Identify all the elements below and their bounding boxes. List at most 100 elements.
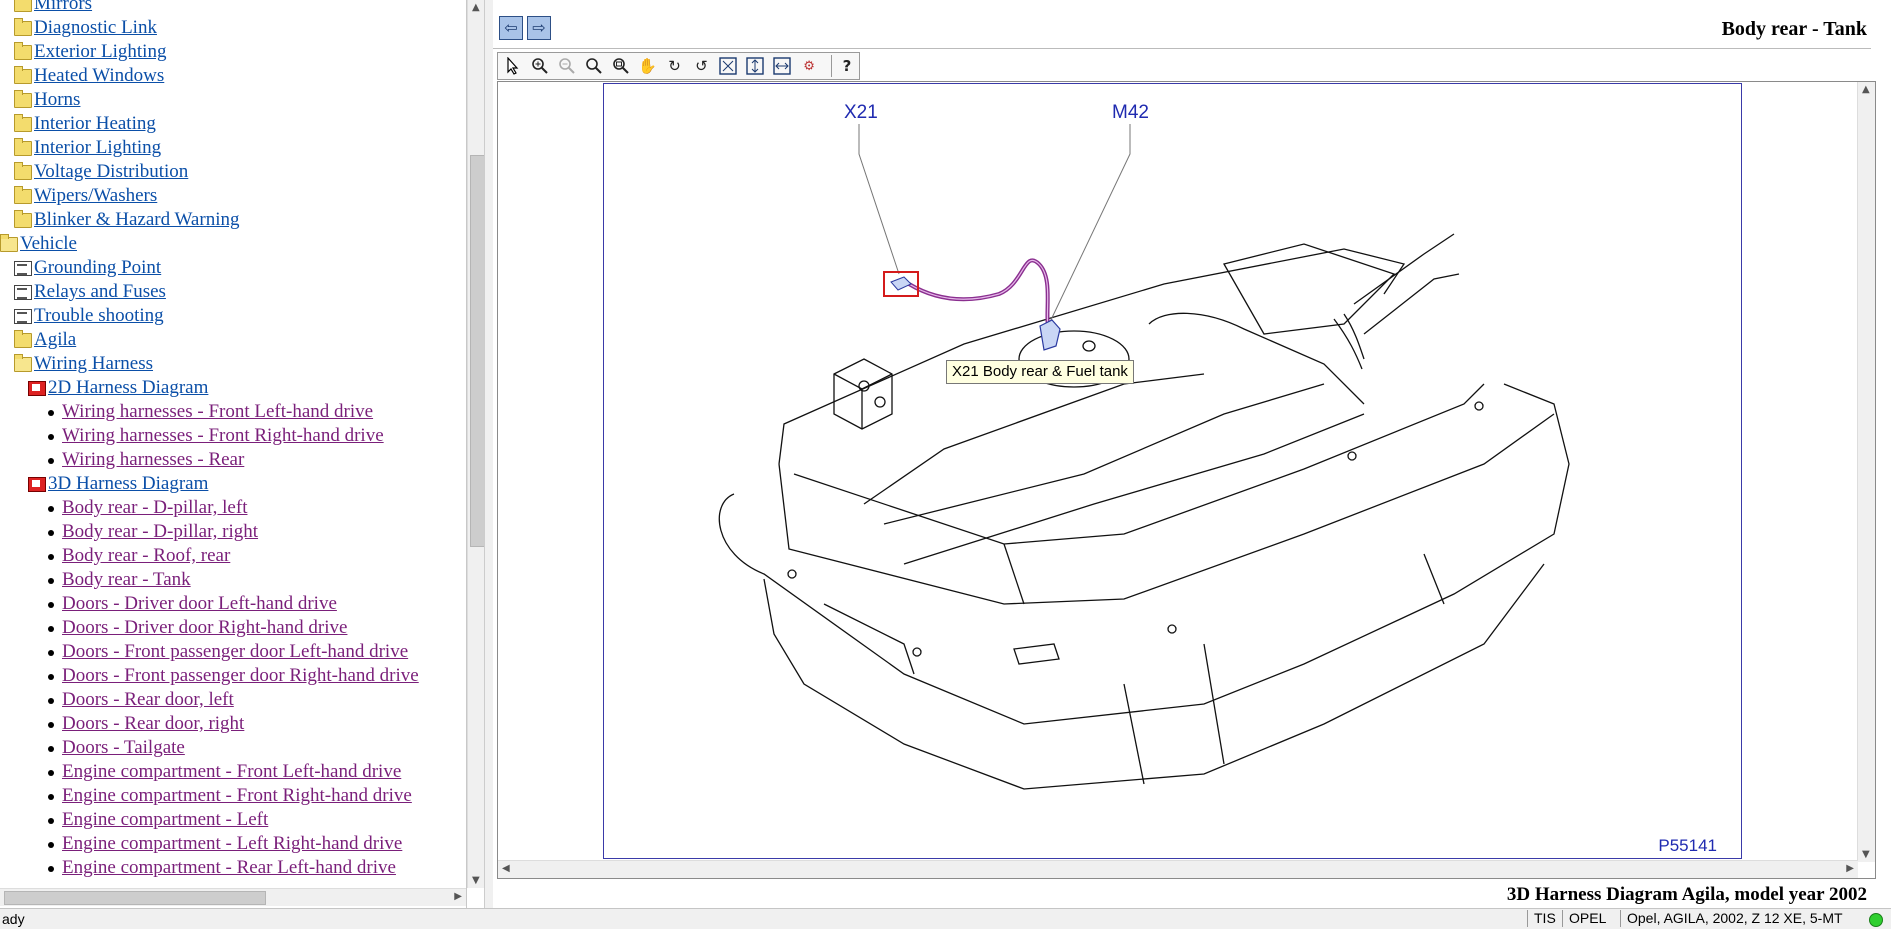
tree-item[interactable]: Wiring harnesses - Front Left-hand drive <box>0 400 460 424</box>
tree-item[interactable]: Vehicle <box>0 232 460 256</box>
select-arrow-icon[interactable] <box>501 55 525 77</box>
tree-item[interactable]: Body rear - D-pillar, left <box>0 496 460 520</box>
bullet-icon[interactable] <box>48 842 54 848</box>
bullet-icon[interactable] <box>48 722 54 728</box>
folder-open-icon[interactable] <box>0 234 18 252</box>
tree-item-label[interactable]: Vehicle <box>20 233 77 254</box>
tree-item[interactable]: Doors - Rear door, left <box>0 688 460 712</box>
tree-item[interactable]: Heated Windows <box>0 64 460 88</box>
bullet-icon[interactable] <box>48 410 54 416</box>
scroll-right-icon[interactable]: ▶ <box>454 891 462 902</box>
tree-item-label[interactable]: Blinker & Hazard Warning <box>34 209 240 230</box>
tree-item[interactable]: 2D Harness Diagram <box>0 376 460 400</box>
bullet-icon[interactable] <box>48 770 54 776</box>
tree-item-label[interactable]: Engine compartment - Rear Left-hand driv… <box>62 857 396 878</box>
tree-item[interactable]: Engine compartment - Left Right-hand dri… <box>0 832 460 856</box>
settings-icon[interactable]: ⚙ <box>803 58 815 74</box>
tree-item[interactable]: Grounding Point <box>0 256 460 280</box>
viewer-horizontal-scrollbar[interactable]: ◀ ▶ <box>498 860 1858 878</box>
zoom-window-icon[interactable] <box>609 55 633 77</box>
fit-width-icon[interactable] <box>770 55 794 77</box>
tree-item-label[interactable]: Doors - Tailgate <box>62 737 185 758</box>
bullet-icon[interactable] <box>48 746 54 752</box>
tree-item-label[interactable]: Grounding Point <box>34 257 162 278</box>
folder-icon[interactable] <box>14 210 32 228</box>
tree-item-label[interactable]: Interior Heating <box>34 113 156 134</box>
tree-item[interactable]: Engine compartment - Left <box>0 808 460 832</box>
tree-item-label[interactable]: Doors - Front passenger door Left-hand d… <box>62 641 409 662</box>
scroll-down-icon[interactable]: ▼ <box>1862 849 1870 860</box>
tree-item-label[interactable]: Body rear - Roof, rear <box>62 545 231 566</box>
folder-icon[interactable] <box>14 114 32 132</box>
bullet-icon[interactable] <box>48 698 54 704</box>
folder-icon[interactable] <box>14 18 32 36</box>
tree-item[interactable]: Interior Heating <box>0 112 460 136</box>
m42-label[interactable]: M42 <box>1112 102 1149 123</box>
tree-item-label[interactable]: Doors - Driver door Right-hand drive <box>62 617 348 638</box>
tree-item-label[interactable]: Wiring Harness <box>34 353 154 374</box>
tree-item[interactable]: Exterior Lighting <box>0 40 460 64</box>
scroll-down-icon[interactable]: ▼ <box>472 875 480 886</box>
tree-item-label[interactable]: Mirrors <box>34 0 93 14</box>
tree-item[interactable]: Body rear - D-pillar, right <box>0 520 460 544</box>
tree-item[interactable]: Blinker & Hazard Warning <box>0 208 460 232</box>
tree-item-label[interactable]: Heated Windows <box>34 65 165 86</box>
tree-item[interactable]: 3D Harness Diagram <box>0 472 460 496</box>
zoom-out-icon[interactable] <box>555 55 579 77</box>
pan-hand-icon[interactable]: ✋ <box>638 57 657 75</box>
scrollbar-thumb[interactable] <box>4 891 266 905</box>
folder-icon[interactable] <box>14 66 32 84</box>
scroll-up-icon[interactable]: ▲ <box>1862 84 1870 95</box>
scrollbar-thumb[interactable] <box>470 155 485 547</box>
tree-item[interactable]: Body rear - Roof, rear <box>0 544 460 568</box>
tree-item-label[interactable]: Exterior Lighting <box>34 41 167 62</box>
tree-item[interactable]: Wiring harnesses - Front Right-hand driv… <box>0 424 460 448</box>
scroll-left-icon[interactable]: ◀ <box>502 863 510 874</box>
tree-item[interactable]: Doors - Front passenger door Left-hand d… <box>0 640 460 664</box>
forward-button[interactable]: ⇨ <box>527 16 551 40</box>
tree-item-label[interactable]: Wipers/Washers <box>34 185 158 206</box>
book-icon[interactable] <box>14 261 32 276</box>
bullet-icon[interactable] <box>48 866 54 872</box>
tree-item-label[interactable]: Doors - Rear door, right <box>62 713 245 734</box>
bullet-icon[interactable] <box>48 434 54 440</box>
tree-item-label[interactable]: Diagnostic Link <box>34 17 157 38</box>
folder-open-icon[interactable] <box>14 354 32 372</box>
tree-item-label[interactable]: Voltage Distribution <box>34 161 189 182</box>
tree-item-label[interactable]: 3D Harness Diagram <box>48 473 209 494</box>
scroll-right-icon[interactable]: ▶ <box>1846 863 1854 874</box>
tree-item[interactable]: Trouble shooting <box>0 304 460 328</box>
folder-icon[interactable] <box>14 186 32 204</box>
zoom-icon[interactable] <box>582 55 606 77</box>
tree-item[interactable]: Engine compartment - Front Left-hand dri… <box>0 760 460 784</box>
folder-icon[interactable] <box>14 42 32 60</box>
rotate-cw-icon[interactable]: ↻ <box>668 57 681 75</box>
tree-item[interactable]: Diagnostic Link <box>0 16 460 40</box>
tree-item-label[interactable]: 2D Harness Diagram <box>48 377 209 398</box>
tree-item-label[interactable]: Horns <box>34 89 81 110</box>
red-book-icon[interactable] <box>28 477 46 492</box>
bullet-icon[interactable] <box>48 602 54 608</box>
tree-item-label[interactable]: Doors - Driver door Left-hand drive <box>62 593 337 614</box>
tree-item-label[interactable]: Wiring harnesses - Front Right-hand driv… <box>62 425 384 446</box>
tree-item-label[interactable]: Body rear - Tank <box>62 569 191 590</box>
tree-item-label[interactable]: Body rear - D-pillar, right <box>62 521 259 542</box>
tree-item-label[interactable]: Engine compartment - Front Right-hand dr… <box>62 785 412 806</box>
diagram-viewer[interactable]: X21 M42 X21 Body rear & Fuel tank P55141… <box>497 81 1876 879</box>
bullet-icon[interactable] <box>48 818 54 824</box>
tree-item-label[interactable]: Doors - Rear door, left <box>62 689 234 710</box>
viewer-vertical-scrollbar[interactable]: ▲ ▼ <box>1857 82 1875 862</box>
tree-item[interactable]: Interior Lighting <box>0 136 460 160</box>
tree-item-label[interactable]: Body rear - D-pillar, left <box>62 497 248 518</box>
tree-item[interactable]: Horns <box>0 88 460 112</box>
bullet-icon[interactable] <box>48 458 54 464</box>
fit-height-icon[interactable] <box>743 55 767 77</box>
tree-item-label[interactable]: Engine compartment - Left Right-hand dri… <box>62 833 403 854</box>
tree-item-label[interactable]: Trouble shooting <box>34 305 164 326</box>
tree-item-label[interactable]: Engine compartment - Front Left-hand dri… <box>62 761 402 782</box>
bullet-icon[interactable] <box>48 530 54 536</box>
folder-icon[interactable] <box>14 330 32 348</box>
tree-item-label[interactable]: Doors - Front passenger door Right-hand … <box>62 665 419 686</box>
tree-item[interactable]: Doors - Rear door, right <box>0 712 460 736</box>
bullet-icon[interactable] <box>48 554 54 560</box>
